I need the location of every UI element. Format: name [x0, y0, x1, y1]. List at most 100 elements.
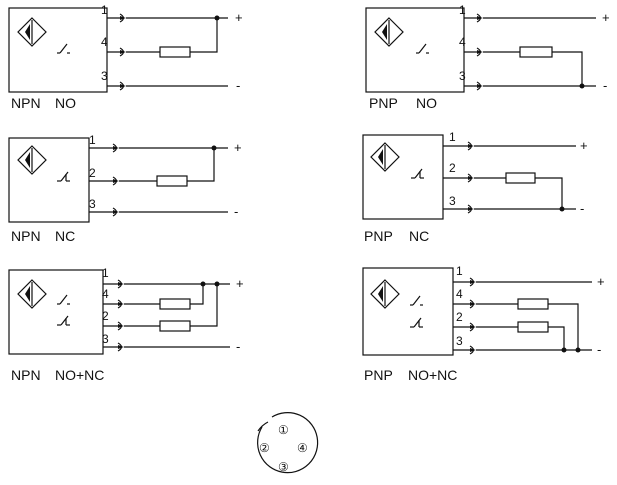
pin-number: 3: [102, 332, 109, 346]
pin-number: 2: [449, 161, 456, 175]
panel-pnp-nc: 1 2 3 + - PNP NC: [362, 130, 588, 244]
pin-number: 4: [456, 287, 463, 301]
pin-number: 4: [102, 287, 109, 301]
sensor-symbol-icon: [17, 145, 47, 175]
connector-key-notch: [257, 421, 269, 432]
plus-sign: +: [602, 10, 610, 25]
mode-label: NO: [416, 95, 437, 111]
load-resistor: [156, 175, 188, 187]
connector-pin-4: ④: [297, 441, 308, 455]
wire-plus: [89, 143, 228, 153]
pin-number: 1: [102, 266, 109, 280]
pin-number: 1: [101, 3, 108, 17]
type-label: NPN: [11, 228, 41, 244]
wire-plus: [464, 13, 596, 23]
wire-output-no: [103, 284, 204, 310]
sensor-body: [365, 7, 465, 93]
no-switch-icon: [410, 295, 423, 306]
pin-number: 3: [459, 69, 466, 83]
sensor-body: [8, 269, 104, 355]
load-resistor: [517, 321, 549, 333]
load-resistor: [159, 298, 191, 310]
wire-plus: [103, 279, 230, 289]
wire-output-nc: [453, 321, 565, 350]
panel-pnp-no: 1 4 3 + - PNP NO: [365, 3, 610, 111]
load-resistor: [159, 320, 191, 332]
wire-output-nc: [103, 284, 218, 332]
pin-number: 3: [101, 69, 108, 83]
plus-sign: +: [236, 276, 244, 291]
wire-output: [464, 46, 585, 89]
plus-sign: +: [597, 274, 605, 289]
panel-npn-nonc: 1 4 2 3 + - NPN NO+NC: [8, 266, 244, 383]
pin-number: 2: [456, 310, 463, 324]
wire-minus: [89, 207, 228, 217]
pin-number: 2: [102, 309, 109, 323]
no-switch-icon: [57, 43, 70, 54]
mode-label: NO+NC: [55, 367, 104, 383]
panel-npn-no: 1 4 3 + - NPN NO: [8, 3, 243, 111]
plus-sign: +: [234, 140, 242, 155]
pin-number: 1: [456, 264, 463, 278]
wire-minus: [453, 345, 592, 355]
load-resistor: [505, 172, 536, 184]
nc-switch-icon: [57, 315, 70, 326]
sensor-body: [362, 267, 454, 356]
pin-number: 3: [449, 194, 456, 208]
type-label: NPN: [11, 95, 41, 111]
type-label: PNP: [369, 95, 398, 111]
wire-plus: [453, 277, 592, 287]
connector-pin-1: ①: [278, 423, 289, 437]
mode-label: NO+NC: [408, 367, 457, 383]
pin-number: 4: [101, 35, 108, 49]
sensor-symbol-icon: [370, 279, 400, 309]
wire-minus: [464, 81, 596, 91]
pin-number: 2: [89, 166, 96, 180]
junction-dot: [214, 15, 220, 21]
minus-sign: -: [580, 201, 584, 216]
nc-switch-icon: [410, 317, 423, 328]
pin-number: 4: [459, 35, 466, 49]
type-label: PNP: [364, 228, 393, 244]
connector-pinout: ① ② ③ ④: [257, 412, 319, 474]
load-resistor: [159, 46, 191, 58]
plus-sign: +: [235, 10, 243, 25]
panel-pnp-nonc: 1 4 2 3 + - PNP NO+NC: [362, 264, 605, 383]
junction-dot: [211, 145, 217, 151]
junction-dot: [561, 347, 567, 353]
sensor-body: [8, 7, 108, 93]
junction-dot: [575, 347, 581, 353]
no-switch-icon: [416, 43, 429, 54]
pin-number: 3: [456, 334, 463, 348]
nc-switch-icon: [57, 171, 70, 182]
wire-output: [443, 172, 565, 212]
load-resistor: [519, 46, 553, 58]
wire-minus: [103, 342, 230, 352]
no-switch-icon: [57, 294, 70, 305]
minus-sign: -: [597, 342, 601, 357]
minus-sign: -: [236, 339, 240, 354]
wire-output-no: [453, 298, 579, 350]
mode-label: NO: [55, 95, 76, 111]
minus-sign: -: [603, 78, 607, 93]
plus-sign: +: [580, 138, 588, 153]
mode-label: NC: [409, 228, 429, 244]
wire-plus: [107, 13, 228, 23]
sensor-symbol-icon: [17, 279, 47, 309]
sensor-symbol-icon: [17, 17, 47, 47]
type-label: NPN: [11, 367, 41, 383]
connector-outline: [257, 412, 319, 474]
pin-number: 1: [89, 133, 96, 147]
panel-npn-nc: 1 2 3 + - NPN NC: [8, 133, 242, 244]
sensor-symbol-icon: [370, 142, 400, 172]
connector-pin-2: ②: [259, 441, 270, 455]
sensor-body: [362, 134, 444, 220]
nc-switch-icon: [411, 168, 424, 179]
type-label: PNP: [364, 367, 393, 383]
minus-sign: -: [236, 78, 240, 93]
pin-number: 1: [449, 130, 456, 144]
mode-label: NC: [55, 228, 75, 244]
wire-output: [107, 15, 220, 58]
